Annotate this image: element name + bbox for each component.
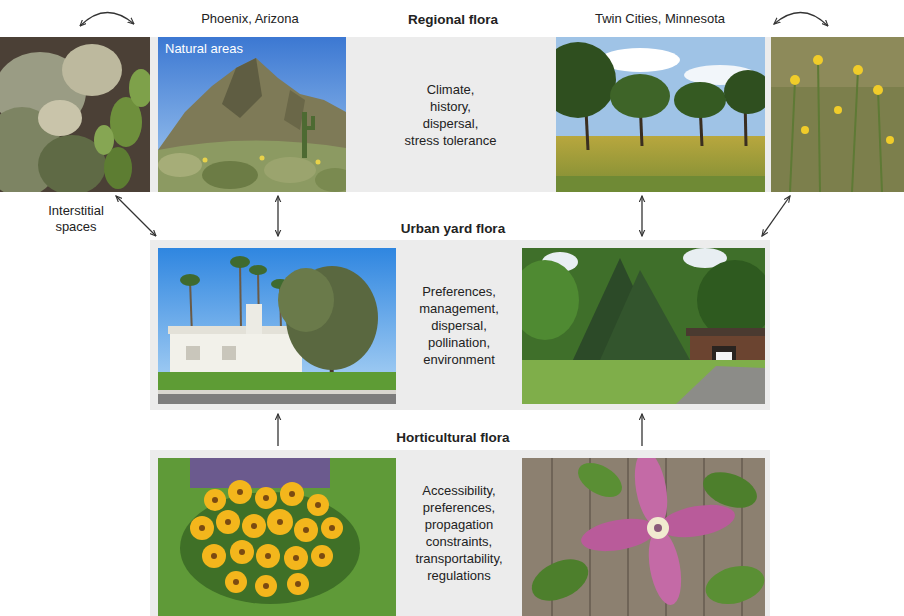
clematis-photo	[522, 458, 765, 616]
heading-slot: Horticultural flora	[343, 429, 563, 447]
figure-label: Interstitial spaces	[28, 203, 124, 235]
desert-photo	[158, 37, 346, 192]
band-heading: Regional flora	[408, 12, 498, 28]
label-slot: Natural areas	[165, 41, 295, 57]
yellow-flower-photo	[158, 458, 396, 616]
figure-label: Twin Cities, Minnesota	[575, 11, 745, 27]
curved-double-arrow	[774, 12, 828, 26]
flow-arrow	[641, 414, 642, 446]
flora-band: Urban yard floraPreferences, management,…	[150, 240, 770, 410]
band-description: Accessibility, preferences, propagation …	[403, 482, 515, 584]
phoenix-yard-photo	[158, 248, 396, 404]
heading-slot: Urban yard flora	[343, 220, 563, 238]
heading-slot: Regional flora	[343, 11, 563, 29]
description-slot: Preferences, management, dispersal, poll…	[396, 240, 522, 410]
flow-arrow	[641, 196, 642, 236]
band-description: Preferences, management, dispersal, poll…	[403, 283, 515, 368]
flow-arrow	[277, 196, 278, 236]
interstitial-photo	[0, 37, 150, 192]
horticultural-photos	[150, 450, 770, 616]
flora-band: Horticultural floraAccessibility, prefer…	[150, 450, 770, 616]
description-slot: Climate, history, dispersal, stress tole…	[352, 37, 549, 192]
regional-photos	[0, 37, 904, 192]
description-slot: Accessibility, preferences, propagation …	[396, 450, 522, 616]
band-heading: Urban yard flora	[401, 221, 505, 237]
label-slot: Phoenix, Arizona	[190, 11, 310, 27]
prairie-photo	[771, 37, 904, 192]
label-slot: Interstitial spaces	[28, 203, 124, 235]
label-slot: Twin Cities, Minnesota	[575, 11, 745, 27]
flow-arrow	[277, 414, 278, 446]
curved-double-arrow	[80, 12, 134, 26]
flow-arrow	[762, 196, 790, 236]
figure-label: Natural areas	[165, 41, 295, 57]
flora-band: Regional floraClimate, history, dispersa…	[0, 37, 904, 192]
figure-label: Phoenix, Arizona	[190, 11, 310, 27]
flow-arrow	[116, 196, 156, 236]
woodland-photo	[556, 37, 765, 192]
twin-cities-yard-photo	[522, 248, 765, 404]
band-description: Climate, history, dispersal, stress tole…	[405, 81, 497, 149]
band-heading: Horticultural flora	[396, 430, 509, 446]
